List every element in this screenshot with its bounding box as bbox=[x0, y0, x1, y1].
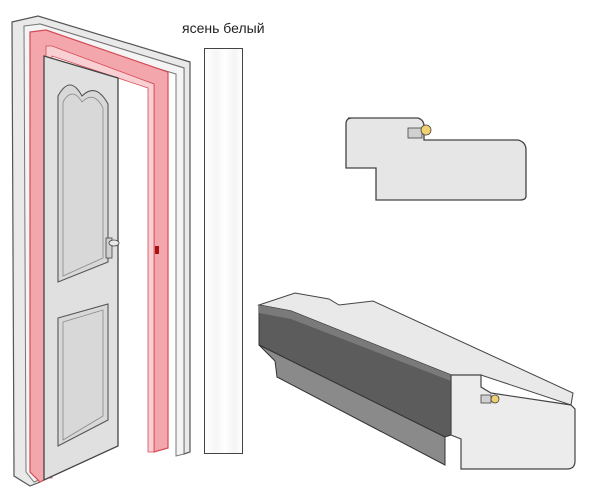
profile-step-face bbox=[258, 344, 446, 466]
profile-cross-section bbox=[345, 117, 527, 201]
door-frame-illustration bbox=[11, 15, 191, 487]
color-swatch bbox=[204, 48, 243, 454]
swatch-label: ясень белый bbox=[182, 20, 265, 36]
door-handle-icon bbox=[105, 237, 120, 259]
seal-icon bbox=[407, 124, 432, 139]
door-lower-panel bbox=[57, 303, 109, 447]
door-upper-panel bbox=[57, 84, 109, 283]
profile-3d bbox=[257, 292, 576, 470]
strike-plate bbox=[155, 246, 159, 254]
seal-icon-3d bbox=[480, 394, 500, 404]
